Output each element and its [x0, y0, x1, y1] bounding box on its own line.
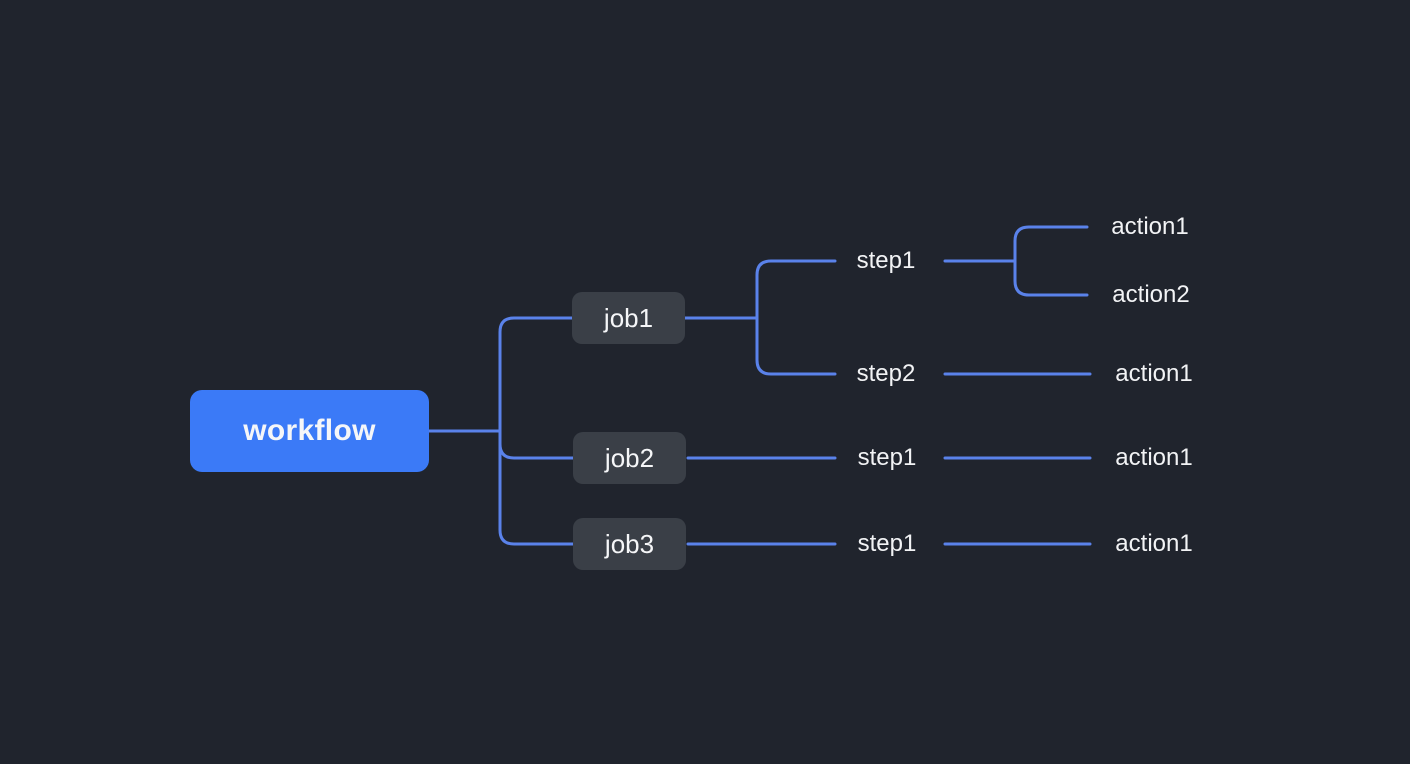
- edge-workflow-job3: [498, 429, 575, 546]
- edge-group: [427, 225, 1092, 546]
- node-job3-step1-action1[interactable]: action1: [1115, 530, 1193, 557]
- node-job3[interactable]: job3: [573, 518, 686, 570]
- edge-workflow-job1: [498, 316, 574, 433]
- node-job1[interactable]: job1: [572, 292, 685, 344]
- edge-step1-actions: [1013, 225, 1089, 297]
- node-job1-step1[interactable]: step1: [856, 247, 916, 274]
- edge-job1-steps: [755, 259, 837, 376]
- node-job1-step2-action1[interactable]: action1: [1115, 360, 1193, 387]
- node-workflow[interactable]: workflow: [190, 390, 429, 472]
- edge-workflow-job2: [498, 429, 575, 460]
- node-job2-step1[interactable]: step1: [857, 444, 917, 471]
- node-job1-step1-action2[interactable]: action2: [1112, 281, 1190, 308]
- node-job2-step1-action1[interactable]: action1: [1115, 444, 1193, 471]
- node-job1-step2[interactable]: step2: [856, 360, 916, 387]
- node-job1-step1-action1[interactable]: action1: [1111, 213, 1189, 240]
- node-job3-step1[interactable]: step1: [857, 530, 917, 557]
- node-job2[interactable]: job2: [573, 432, 686, 484]
